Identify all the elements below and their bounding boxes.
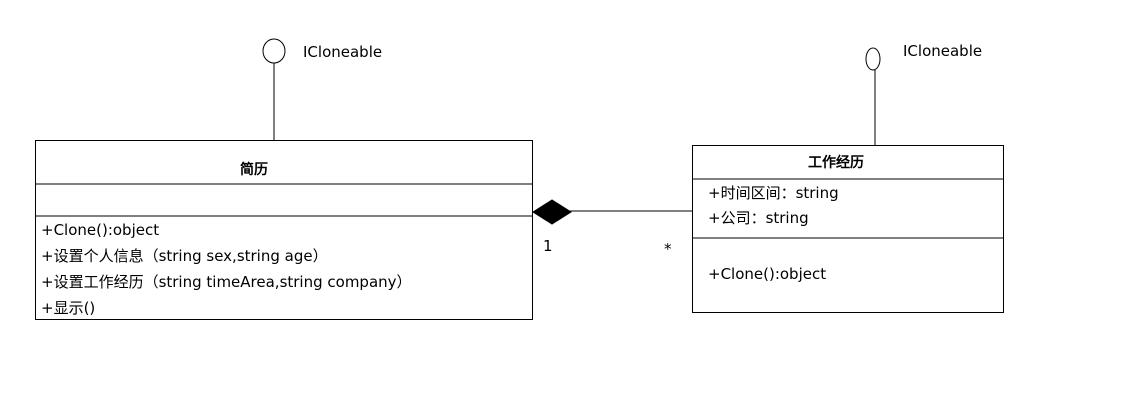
- multiplicity-left: 1: [543, 237, 553, 255]
- resume-method-4: +显示(): [41, 299, 96, 317]
- work-method-1: +Clone():object: [708, 265, 827, 283]
- composition-diamond: [532, 199, 572, 225]
- resume-method-3: +设置工作经历（string timeArea,string company）: [41, 273, 412, 291]
- class-box-resume: [35, 140, 533, 320]
- class-name-resume: 简历: [240, 162, 268, 178]
- multiplicity-right: *: [664, 240, 672, 258]
- work-attribute-1: +时间区间：string: [708, 184, 839, 202]
- interface-lollipop-left: [262, 38, 286, 64]
- work-attribute-2: +公司：string: [708, 209, 809, 227]
- interface-lollipop-right: [865, 47, 881, 71]
- resume-method-1: +Clone():object: [41, 221, 160, 239]
- resume-method-2: +设置个人信息（string sex,string age）: [41, 247, 328, 265]
- class-name-work-experience: 工作经历: [808, 155, 864, 171]
- interface-label-right: ICloneable: [903, 42, 983, 60]
- class-box-work-experience: [692, 145, 1004, 313]
- interface-label-left: ICloneable: [303, 43, 383, 61]
